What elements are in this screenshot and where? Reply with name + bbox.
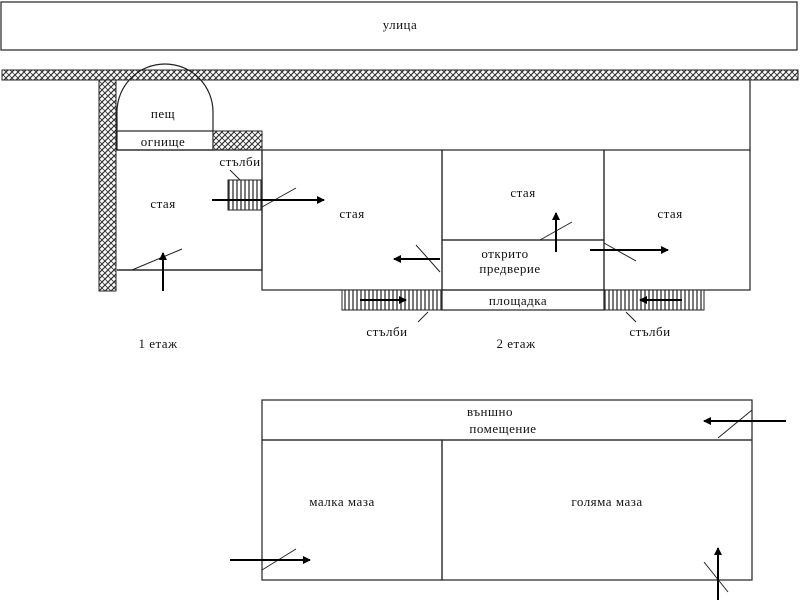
top-hatched-wall [1, 69, 799, 81]
oven-arch [116, 63, 214, 131]
stairs-top-label: стълби [219, 154, 260, 169]
floor2-label: 2 етаж [496, 336, 536, 351]
big-room-label: голяма маза [571, 494, 642, 509]
stairs-bl-pointer [417, 311, 429, 323]
door-tick-1 [131, 248, 183, 271]
open-vestibule-label-2: предверие [479, 261, 540, 276]
street-label: улица [383, 17, 418, 32]
landing-label: площадка [489, 293, 547, 308]
stairs-top-pointer [229, 169, 241, 181]
left-hatched-wall [98, 79, 117, 292]
stairs-bottom-left-label: стълби [366, 324, 407, 339]
big-room [441, 439, 753, 581]
oven-label: пещ [151, 106, 175, 121]
open-vestibule-label-1: открито [481, 246, 528, 261]
hearth-label: огнище [141, 134, 186, 149]
door-tick-8 [703, 561, 729, 593]
chimney-hatched [212, 130, 263, 151]
door-tick-2 [261, 187, 297, 208]
room-upper-label: стая [510, 185, 535, 200]
floor1-label: 1 етаж [138, 336, 178, 351]
room-middle-label: стая [339, 206, 364, 221]
outer-room-label-2: помещение [469, 421, 536, 436]
door-tick-6 [717, 409, 753, 439]
outer-room-label-1: външно [467, 404, 513, 419]
small-room-label: малка маза [309, 494, 374, 509]
room-left-label: стая [150, 196, 175, 211]
stairs-br-pointer [625, 311, 637, 323]
door-tick-5 [603, 242, 637, 262]
stairs-bottom-right-label: стълби [629, 324, 670, 339]
room-right-label: стая [657, 206, 682, 221]
stairs-top [227, 179, 263, 211]
street-box [0, 1, 798, 51]
